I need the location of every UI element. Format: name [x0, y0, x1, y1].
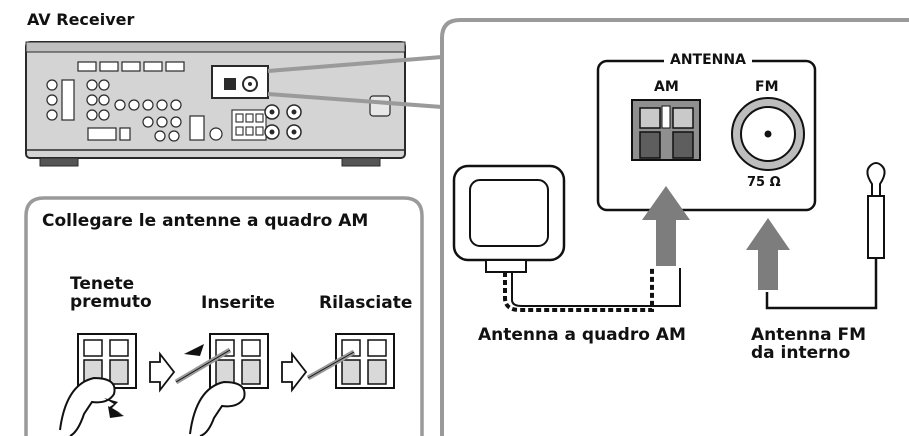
- zoom-callout-connector: [267, 55, 443, 109]
- antenna-panel-heading: ANTENNA: [664, 52, 752, 69]
- receiver-rear-panel: [25, 41, 406, 167]
- receiver-title: AV Receiver: [27, 10, 135, 29]
- step-label-press: Tenete premuto: [70, 274, 152, 313]
- am-spring-terminal: [631, 99, 701, 161]
- fm-insert-arrow: [746, 218, 790, 290]
- am-loop-antenna: [452, 164, 681, 312]
- step-release-illustration: [306, 333, 395, 389]
- step-label-release: Rilasciate: [319, 293, 413, 313]
- fm-impedance-label: 75 Ω: [747, 175, 781, 190]
- am-terminal-label: AM: [654, 79, 679, 95]
- am-insert-arrow: [642, 186, 690, 266]
- zoom-callout-frame: [440, 18, 909, 436]
- step-press-illustration: [59, 333, 137, 436]
- fm-coax-terminal: [731, 97, 805, 171]
- step-label-insert: Inserite: [201, 293, 275, 313]
- inset-title: Collegare le antenne a quadro AM: [42, 211, 369, 231]
- am-loop-antenna-label: Antenna a quadro AM: [478, 325, 686, 345]
- step-chevron-arrow: [149, 351, 176, 393]
- antenna-terminal-panel: [596, 59, 817, 212]
- fm-indoor-antenna-label: Antenna FM da interno: [751, 325, 867, 364]
- step-chevron-arrow: [281, 351, 308, 393]
- step-insert-illustration: [174, 333, 269, 436]
- fm-terminal-label: FM: [755, 79, 779, 95]
- am-inset-box: [24, 196, 424, 436]
- fm-indoor-antenna: [765, 162, 886, 310]
